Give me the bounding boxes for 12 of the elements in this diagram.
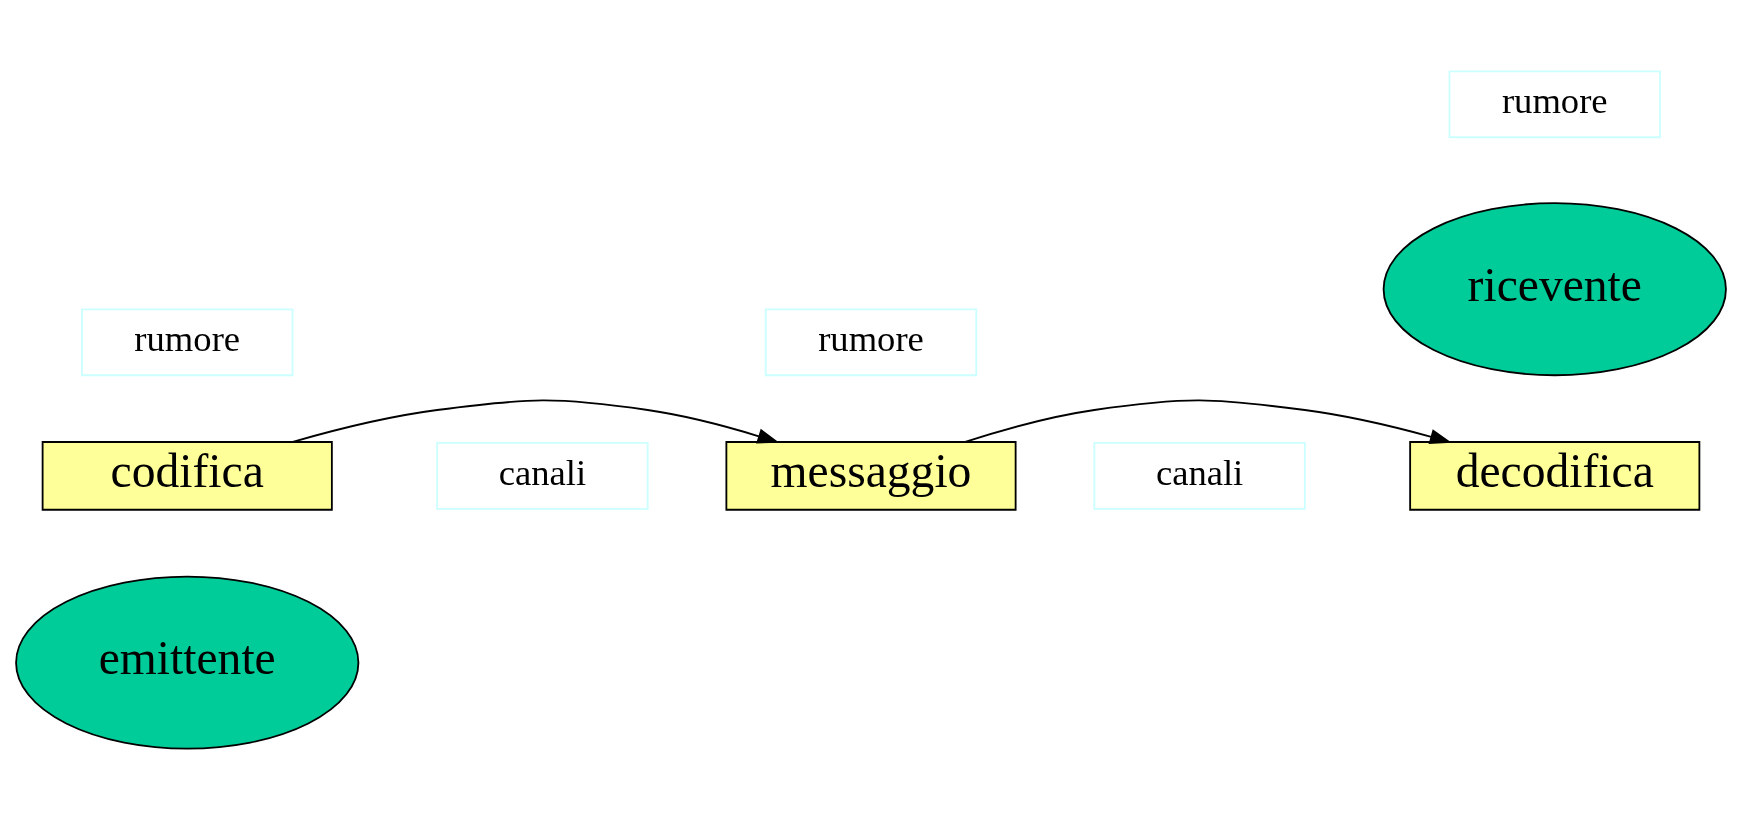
arrow xyxy=(964,399,1452,445)
node-box: canali xyxy=(1093,442,1306,510)
node-ellipse: emittente xyxy=(15,575,360,750)
node-box: messaggio xyxy=(725,441,1017,511)
node-box: codifica xyxy=(41,441,333,511)
node-box: rumore xyxy=(1448,70,1661,139)
node-ellipse: ricevente xyxy=(1382,202,1727,377)
node-box: canali xyxy=(436,442,649,510)
node-box: decodifica xyxy=(1409,441,1701,511)
node-box: rumore xyxy=(764,308,978,377)
node-box: rumore xyxy=(81,308,294,377)
arrow xyxy=(291,399,780,444)
